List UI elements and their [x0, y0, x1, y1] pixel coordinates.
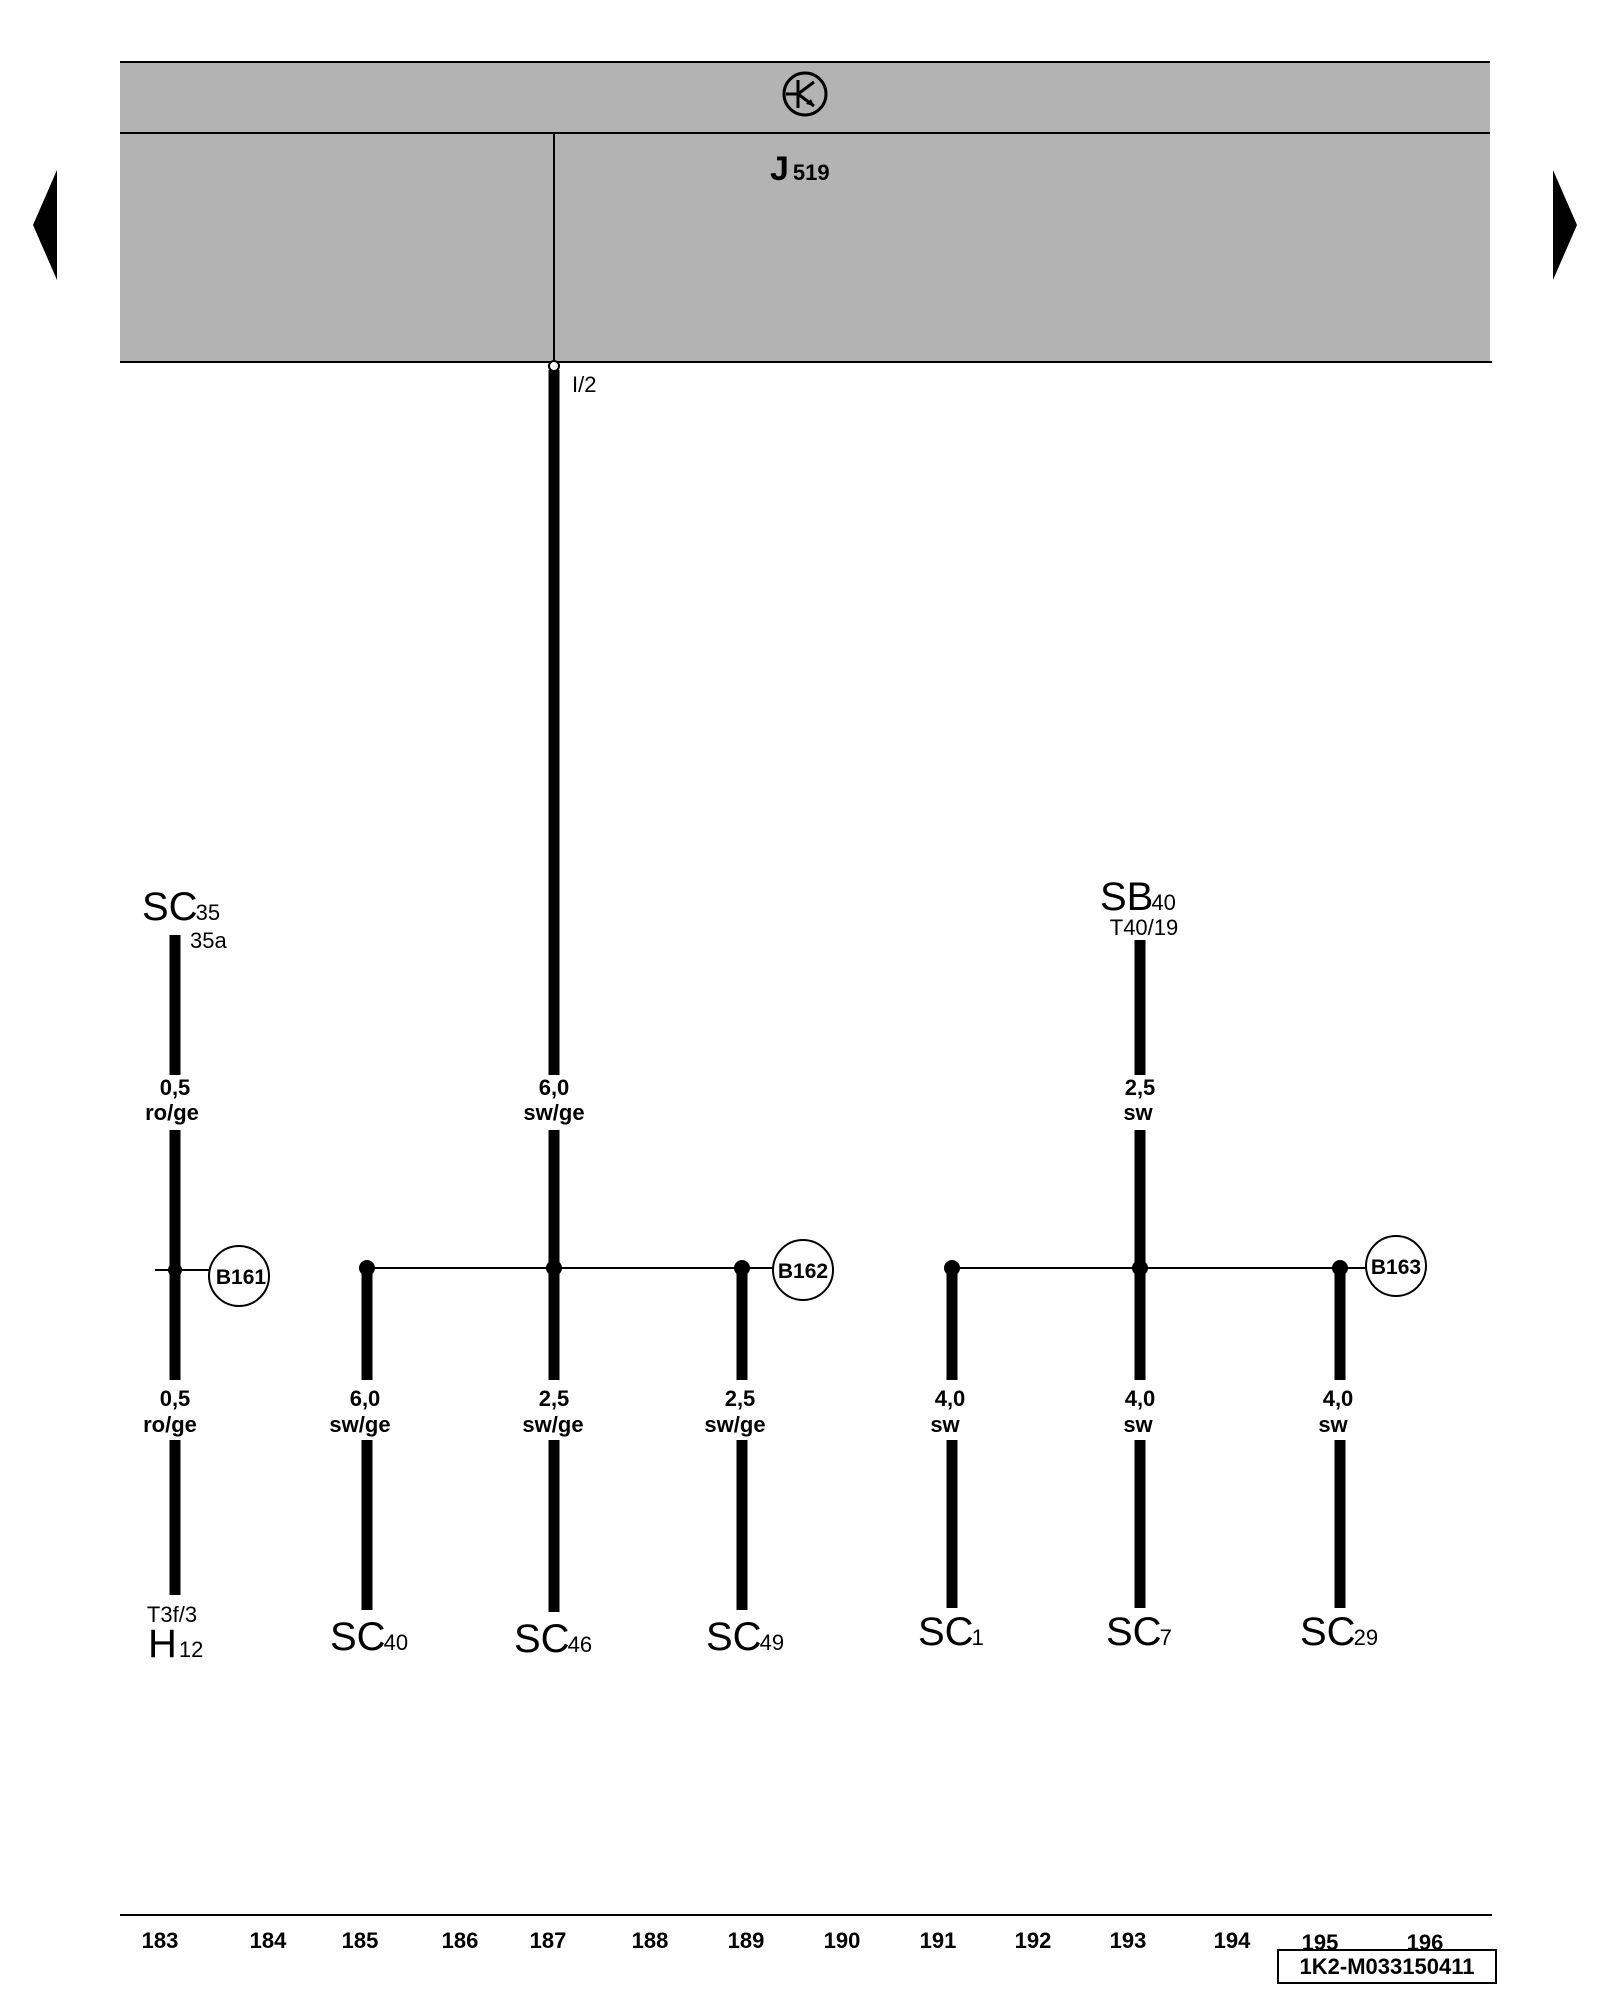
b163-junction-circle[interactable]	[1365, 1235, 1427, 1297]
sb40-pin-label: T40/19	[1110, 915, 1179, 940]
b163-label: B163	[1371, 1256, 1421, 1279]
wire-193-top-size: 2,5	[1125, 1075, 1156, 1100]
b161-node	[168, 1263, 182, 1277]
wire-183-top-size: 0,5	[160, 1075, 191, 1100]
ruler-tick-label: 188	[632, 1928, 669, 1953]
module-pin-terminal	[548, 360, 560, 372]
wire-185-color: sw/ge	[329, 1412, 390, 1437]
ruler-tick-label: 183	[142, 1928, 179, 1953]
ruler-tick-label: 189	[728, 1928, 765, 1953]
wire-193-top-color: sw	[1123, 1100, 1153, 1125]
connector-sc49[interactable]: SC49	[706, 1615, 784, 1659]
main-wire-size: 6,0	[539, 1075, 570, 1100]
module-box	[120, 62, 1490, 362]
ruler-tick-label: 184	[250, 1928, 287, 1953]
wire-183-bottom-color: ro/ge	[143, 1412, 197, 1437]
ruler-tick-label: 187	[530, 1928, 567, 1953]
wire-189-size: 2,5	[725, 1386, 756, 1411]
wire-191-size: 4,0	[935, 1386, 966, 1411]
connector-sc40[interactable]: SC40	[330, 1615, 408, 1659]
wire-189-color: sw/ge	[704, 1412, 765, 1437]
transistor-icon	[782, 71, 828, 117]
wire-185-size: 6,0	[350, 1386, 381, 1411]
wire-183-top-color: ro/ge	[145, 1100, 199, 1125]
connector-sc7[interactable]: SC7	[1106, 1610, 1172, 1654]
wire-187-size: 2,5	[539, 1386, 570, 1411]
diagram-id: 1K2-M033150411	[1300, 1954, 1475, 1979]
wire-183-bottom-size: 0,5	[160, 1386, 191, 1411]
sc35-pin-label: 35a	[190, 928, 227, 953]
connector-sc46[interactable]: SC46	[514, 1617, 592, 1661]
wire-195-color: sw	[1318, 1412, 1348, 1437]
triangle-left-icon[interactable]	[33, 170, 57, 280]
main-wire-color: sw/ge	[523, 1100, 584, 1125]
wire-195-size: 4,0	[1323, 1386, 1354, 1411]
ruler-tick-label: 194	[1214, 1928, 1251, 1953]
ruler-tick-label: 186	[442, 1928, 479, 1953]
wire-191-color: sw	[930, 1412, 960, 1437]
connector-h12[interactable]: H12	[148, 1622, 203, 1666]
wire-193-size: 4,0	[1125, 1386, 1156, 1411]
b161-junction-circle[interactable]	[208, 1245, 270, 1307]
ruler-tick-label: 191	[920, 1928, 957, 1953]
wire-193-color: sw	[1123, 1412, 1153, 1437]
connector-sc29[interactable]: SC29	[1300, 1610, 1378, 1654]
b162-label: B162	[778, 1260, 828, 1283]
wire-187-color: sw/ge	[522, 1412, 583, 1437]
b162-junction-circle[interactable]	[772, 1239, 834, 1301]
ruler-tick-label: 190	[824, 1928, 861, 1953]
connector-sc35[interactable]: SC35	[142, 885, 220, 929]
b161-label: B161	[216, 1266, 267, 1289]
triangle-right-icon[interactable]	[1553, 170, 1577, 280]
module-pin-label: I/2	[572, 372, 596, 397]
ruler-tick-label: 185	[342, 1928, 379, 1953]
diagram-id-box	[1277, 1949, 1497, 1984]
connector-sb40[interactable]: SB40	[1100, 875, 1176, 919]
connector-sc1[interactable]: SC1	[918, 1610, 984, 1654]
ruler-tick-label: 193	[1110, 1928, 1147, 1953]
ruler-tick-label: 192	[1015, 1928, 1052, 1953]
h12-pin-label: T3f/3	[147, 1602, 197, 1627]
